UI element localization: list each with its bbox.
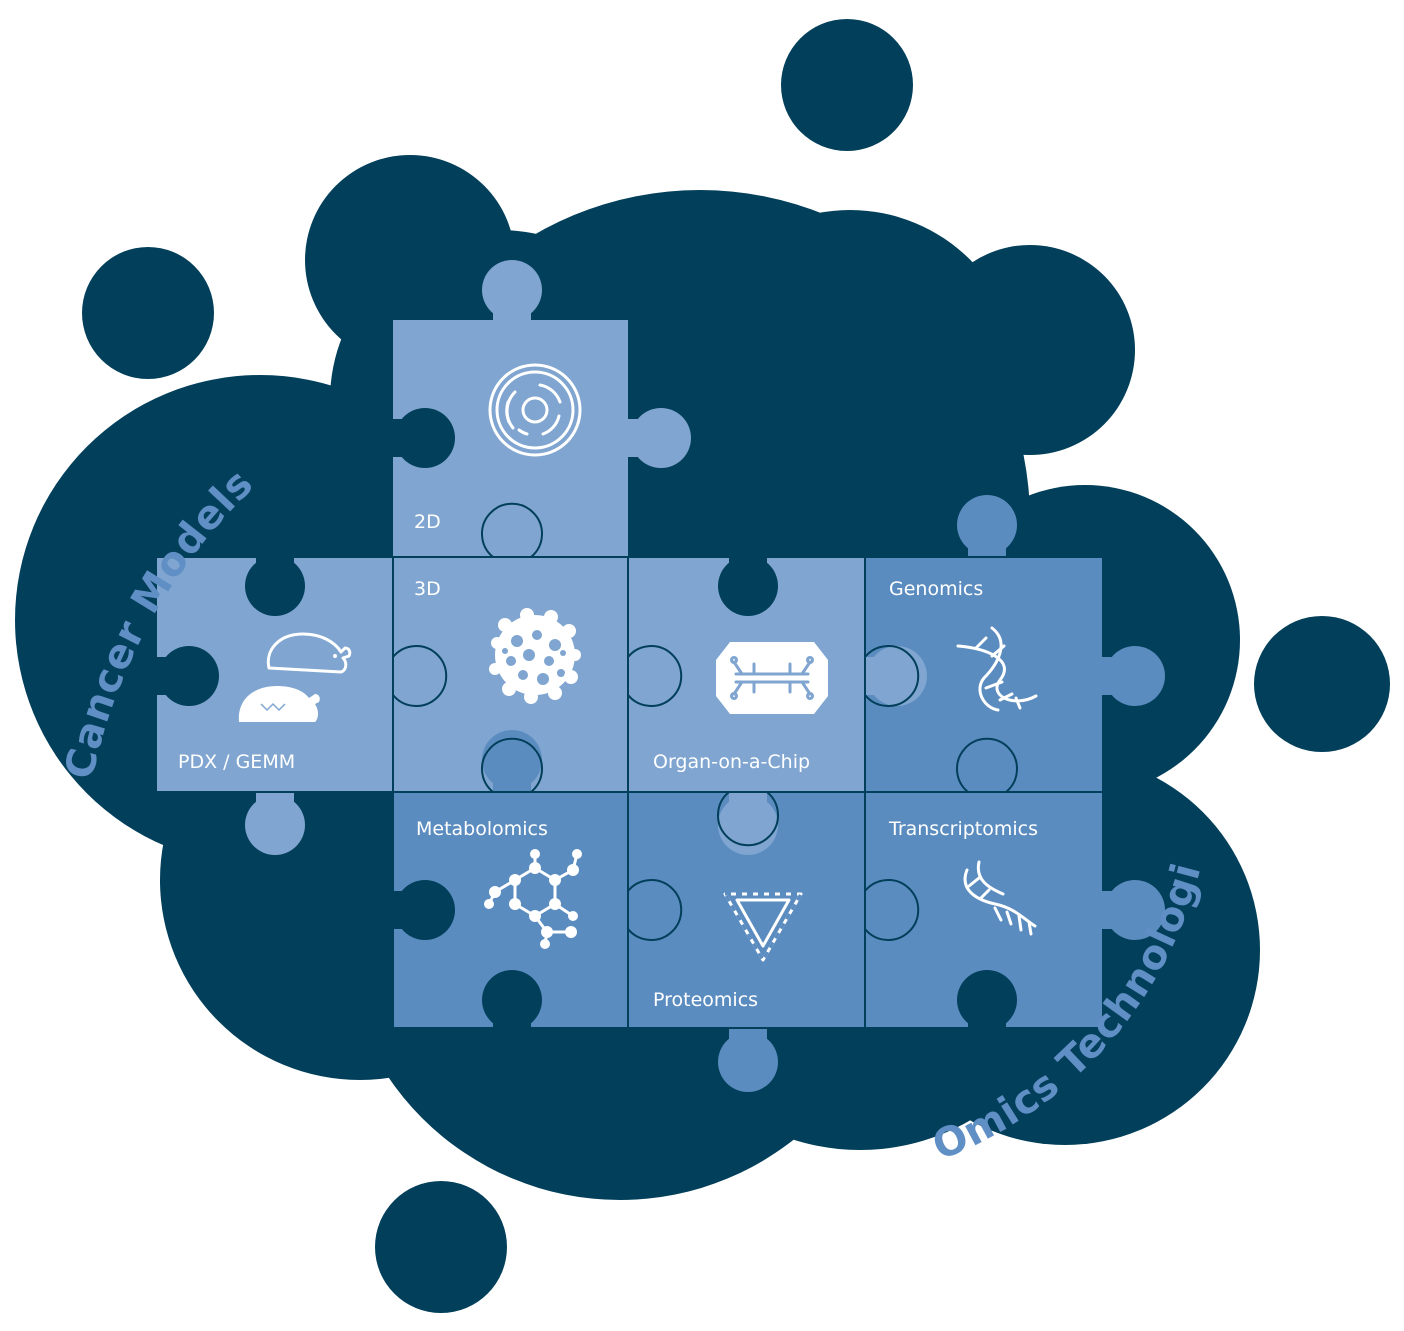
label-transcriptomics: Transcriptomics bbox=[888, 818, 1038, 840]
label-metabolomics: Metabolomics bbox=[416, 818, 548, 840]
protein-icon bbox=[722, 892, 804, 964]
rna-icon bbox=[963, 860, 1037, 936]
dot-bottom bbox=[375, 1181, 507, 1313]
label-3d: 3D bbox=[414, 578, 441, 600]
dot-right bbox=[1254, 616, 1390, 752]
dot-left bbox=[82, 247, 214, 379]
label-2d: 2D bbox=[414, 511, 441, 533]
dna-icon bbox=[956, 626, 1038, 712]
label-genomics: Genomics bbox=[889, 578, 983, 600]
molecule-icon bbox=[484, 849, 582, 949]
label-proteomics: Proteomics bbox=[653, 989, 758, 1011]
piece-proteomics bbox=[622, 786, 865, 1092]
cell-icon bbox=[488, 363, 582, 457]
spheroid-icon bbox=[489, 608, 581, 704]
piece-seams bbox=[157, 502, 1102, 1029]
piece-pdx bbox=[154, 555, 393, 855]
piece-labels: 2D 3D PDX / GEMM Organ-on-a-Chip Genomic… bbox=[178, 511, 1038, 1011]
chip-icon bbox=[716, 642, 828, 714]
label-organ: Organ-on-a-Chip bbox=[653, 751, 810, 773]
dot-top bbox=[781, 19, 913, 151]
puzzle-pieces bbox=[154, 260, 1165, 1092]
mouse-icon bbox=[238, 632, 352, 722]
piece-transcriptomics bbox=[860, 730, 1165, 1032]
piece-metabolomics bbox=[390, 730, 628, 1032]
label-pdx: PDX / GEMM bbox=[178, 751, 295, 773]
floating-dots bbox=[82, 19, 1390, 1313]
